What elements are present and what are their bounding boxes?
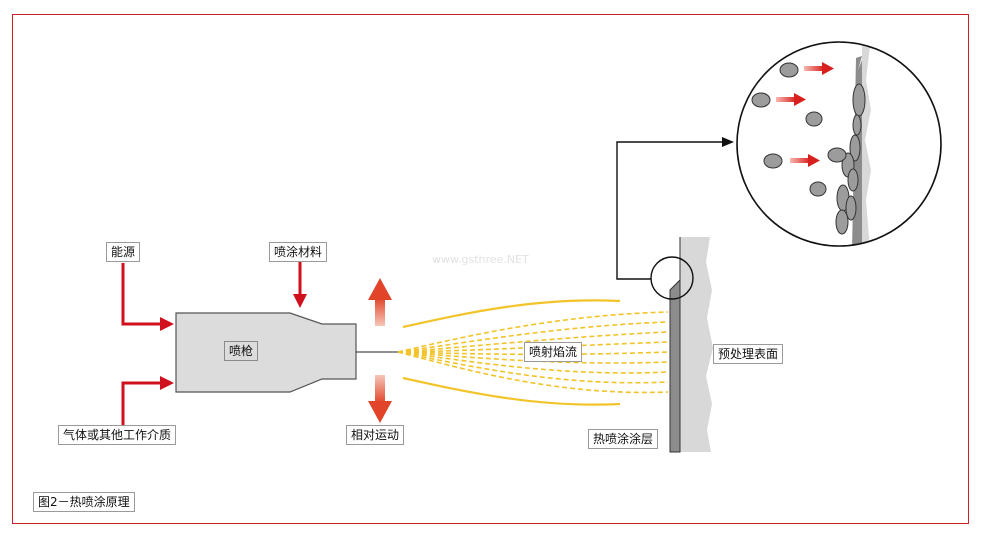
energy-label: 能源 <box>106 242 141 262</box>
relative-motion-label: 相对运动 <box>346 425 405 445</box>
figure-frame <box>12 14 969 524</box>
zoom-detail <box>736 41 942 247</box>
particle-velocity-arrows <box>776 62 834 167</box>
spray-gun-body <box>175 312 357 393</box>
substrate <box>680 237 713 452</box>
relative-motion-down-arrow <box>368 375 392 423</box>
coating-layer <box>669 278 681 453</box>
gas-medium-label: 气体或其他工作介质 <box>58 425 177 445</box>
watermark: www.gsthree.NET <box>432 253 529 266</box>
energy-arrow <box>121 263 174 331</box>
magnifier-small-circle <box>650 256 694 300</box>
thermal-coating-label: 热喷涂涂层 <box>588 429 659 449</box>
gas-medium-arrow <box>121 376 174 425</box>
relative-motion-up-arrow <box>368 278 392 326</box>
spray-material-arrow <box>293 261 307 308</box>
spray-flame-label: 喷射焰流 <box>524 342 583 362</box>
particles <box>751 62 847 197</box>
spray-gun-label: 喷枪 <box>224 341 259 361</box>
spray-flame <box>397 299 669 406</box>
spray-material-label: 喷涂材料 <box>269 242 328 262</box>
figure-caption: 图2－热喷涂原理 <box>33 492 135 512</box>
zoom-connector-arrow <box>616 137 734 280</box>
pretreated-surface-label: 预处理表面 <box>713 344 784 364</box>
